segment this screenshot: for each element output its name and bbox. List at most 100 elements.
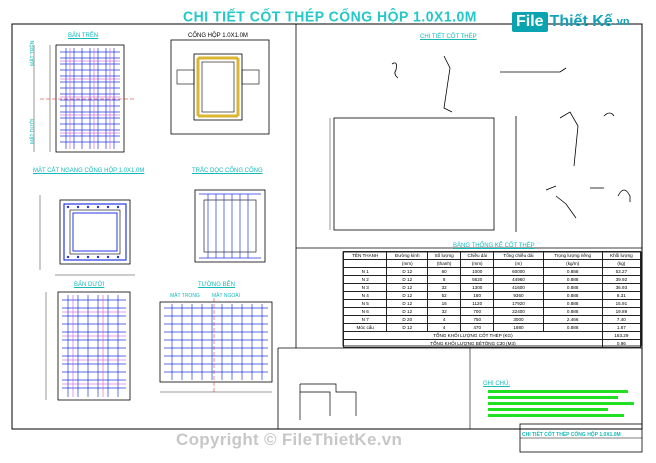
table-cell: Trọng lượng riêng bbox=[542, 251, 603, 260]
rebar-details bbox=[329, 55, 631, 232]
table-cell: 3000 bbox=[493, 315, 544, 324]
table-cell: 1120 bbox=[460, 299, 495, 308]
table-cell: (m) bbox=[493, 259, 544, 268]
table-cell: 8.31 bbox=[601, 291, 642, 300]
table-cell: 1000 bbox=[460, 267, 495, 276]
total-steel-value: 183.29 bbox=[601, 331, 642, 340]
table-cell: N 3 bbox=[342, 283, 388, 292]
table-cell: 180 bbox=[460, 291, 495, 300]
table-cell: Chiều dài bbox=[460, 251, 495, 260]
table-cell: D 12 bbox=[386, 299, 429, 308]
table-cell: 22400 bbox=[493, 307, 544, 316]
table-cell: (kg/m) bbox=[542, 259, 603, 268]
table-cell: D 12 bbox=[386, 307, 429, 316]
table-cell: 0.888 bbox=[542, 283, 603, 292]
table-cell: 36.93 bbox=[601, 283, 642, 292]
cong-hop-section bbox=[170, 39, 270, 135]
logo-name: Thiết Kế bbox=[549, 13, 613, 30]
table-cell: 0.888 bbox=[542, 307, 603, 316]
table-cell: 16 bbox=[427, 299, 462, 308]
note-line bbox=[488, 408, 608, 411]
table-cell: (mm) bbox=[386, 259, 429, 268]
table-cell: 15.91 bbox=[601, 299, 642, 308]
table-cell: D 12 bbox=[386, 323, 429, 332]
logo-file-badge: File bbox=[512, 12, 548, 32]
table-cell: D 12 bbox=[386, 275, 429, 284]
table-cell: 41600 bbox=[493, 283, 544, 292]
table-cell: 7.40 bbox=[601, 315, 642, 324]
table-cell: (mm) bbox=[460, 259, 495, 268]
note-line bbox=[488, 390, 628, 393]
table-cell: (thanh) bbox=[427, 259, 462, 268]
label-chi-tiet-cot-thep: CHI TIẾT CỐT THÉP bbox=[420, 34, 477, 40]
table-cell: N 7 bbox=[342, 315, 388, 324]
table-cell: 9360 bbox=[493, 291, 544, 300]
site-logo[interactable]: File Thiết Kế .vn bbox=[512, 12, 630, 32]
table-cell: Móc cẩu bbox=[342, 323, 388, 332]
table-cell: 0.888 bbox=[542, 299, 603, 308]
total-concrete-value: 0.96 bbox=[601, 339, 642, 348]
label-trac-doc: TRẮC DỌC CỐNG CỐNG bbox=[192, 168, 263, 174]
label-cong-hop: CỐNG HỘP 1.0X1.0M bbox=[188, 33, 248, 39]
table-cell: Khối lượng bbox=[601, 251, 642, 260]
table-cell: 52 bbox=[427, 291, 462, 300]
table-cell: D 12 bbox=[386, 267, 429, 276]
table-cell: 0.888 bbox=[542, 323, 603, 332]
table-cell: N 6 bbox=[342, 307, 388, 316]
total-steel-label: TỔNG KHỐI LƯỢNG CỐT THÉP (KG) bbox=[343, 331, 603, 340]
table-cell: N 1 bbox=[342, 267, 388, 276]
trac-doc-section bbox=[194, 189, 266, 263]
table-cell: 44960 bbox=[493, 275, 544, 284]
tuong-ben-elevation bbox=[159, 298, 273, 393]
table-cell: 8 bbox=[427, 275, 462, 284]
copyright-watermark: Copyright © FileThietKe.vn bbox=[176, 430, 403, 449]
table-cell: 53.27 bbox=[601, 267, 642, 276]
table-cell bbox=[342, 259, 388, 268]
label-bang-thong-ke: BẢNG THỐNG KÊ CỐT THÉP bbox=[453, 243, 535, 249]
table-cell: 0.888 bbox=[542, 267, 603, 276]
drawing-title: CHI TIẾT CỐT THÉP CỐNG HỘP 1.0X1.0M bbox=[183, 7, 477, 25]
table-cell: 0.888 bbox=[542, 291, 603, 300]
table-cell: D 12 bbox=[386, 283, 429, 292]
label-ban-tren: BẢN TRÊN bbox=[68, 33, 99, 39]
table-cell: Đường kính bbox=[386, 251, 429, 260]
table-cell: D 20 bbox=[386, 315, 429, 324]
table-cell: 1.67 bbox=[601, 323, 642, 332]
table-cell: 0.888 bbox=[542, 275, 603, 284]
table-cell: 60000 bbox=[493, 267, 544, 276]
table-units-row: (mm)(thanh)(mm)(m)(kg/m)(kg) bbox=[342, 259, 642, 268]
notes-heading: GHI CHÚ: bbox=[483, 381, 510, 387]
table-cell: Tổng chiều dài bbox=[493, 251, 544, 260]
table-cell: 60 bbox=[427, 267, 462, 276]
table-cell: Số lượng bbox=[427, 251, 462, 260]
table-cell: 4 bbox=[427, 315, 462, 324]
table-cell: D 12 bbox=[386, 291, 429, 300]
table-cell: 5620 bbox=[460, 275, 495, 284]
label-tuong-ben: TƯỜNG BÊN bbox=[198, 282, 235, 288]
label-ban-duoi: BẢN DƯỚI bbox=[74, 282, 105, 288]
table-cell: TÊN THANH bbox=[342, 251, 388, 260]
table-cell: 19.89 bbox=[601, 307, 642, 316]
label-mat-ngoai: MẶT NGOÀI bbox=[212, 293, 240, 299]
table-cell: 4 bbox=[427, 323, 462, 332]
note-line bbox=[488, 396, 618, 399]
table-cell: 32 bbox=[427, 307, 462, 316]
table-cell: 700 bbox=[460, 307, 495, 316]
table-total-steel-row: TỔNG KHỐI LƯỢNG CỐT THÉP (KG)183.29 bbox=[343, 331, 642, 340]
table-cell: N 2 bbox=[342, 275, 388, 284]
label-mat-trong: MẶT TRONG bbox=[170, 293, 200, 299]
table-cell: 1880 bbox=[493, 323, 544, 332]
label-mat-duoi: MẶT DƯỚI bbox=[30, 118, 36, 144]
table-cell: N 5 bbox=[342, 299, 388, 308]
joint-detail bbox=[299, 383, 357, 420]
